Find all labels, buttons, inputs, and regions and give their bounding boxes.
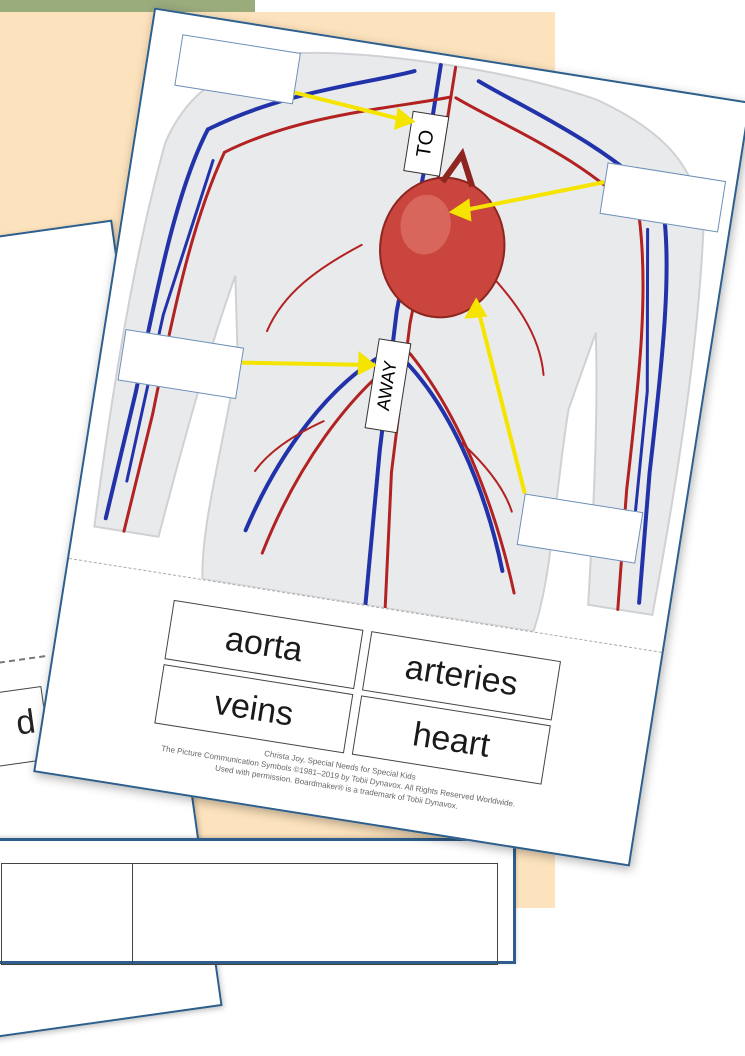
word-card-text: arteries	[402, 648, 520, 704]
cut-line	[0, 655, 45, 689]
body-silhouette	[87, 21, 734, 650]
word-card-text: aorta	[223, 619, 306, 670]
bottom-table	[1, 863, 498, 965]
to-label-text: TO	[413, 128, 439, 159]
circulatory-worksheet: TO AWAY aorta arteries veins heart	[33, 8, 745, 867]
bottom-worksheet	[0, 838, 516, 964]
word-card-text: veins	[212, 683, 296, 734]
table-divider	[132, 864, 133, 964]
anatomy-illustration: TO AWAY	[69, 10, 745, 652]
partial-word-text: d	[14, 702, 38, 743]
word-card-text: heart	[410, 715, 493, 766]
